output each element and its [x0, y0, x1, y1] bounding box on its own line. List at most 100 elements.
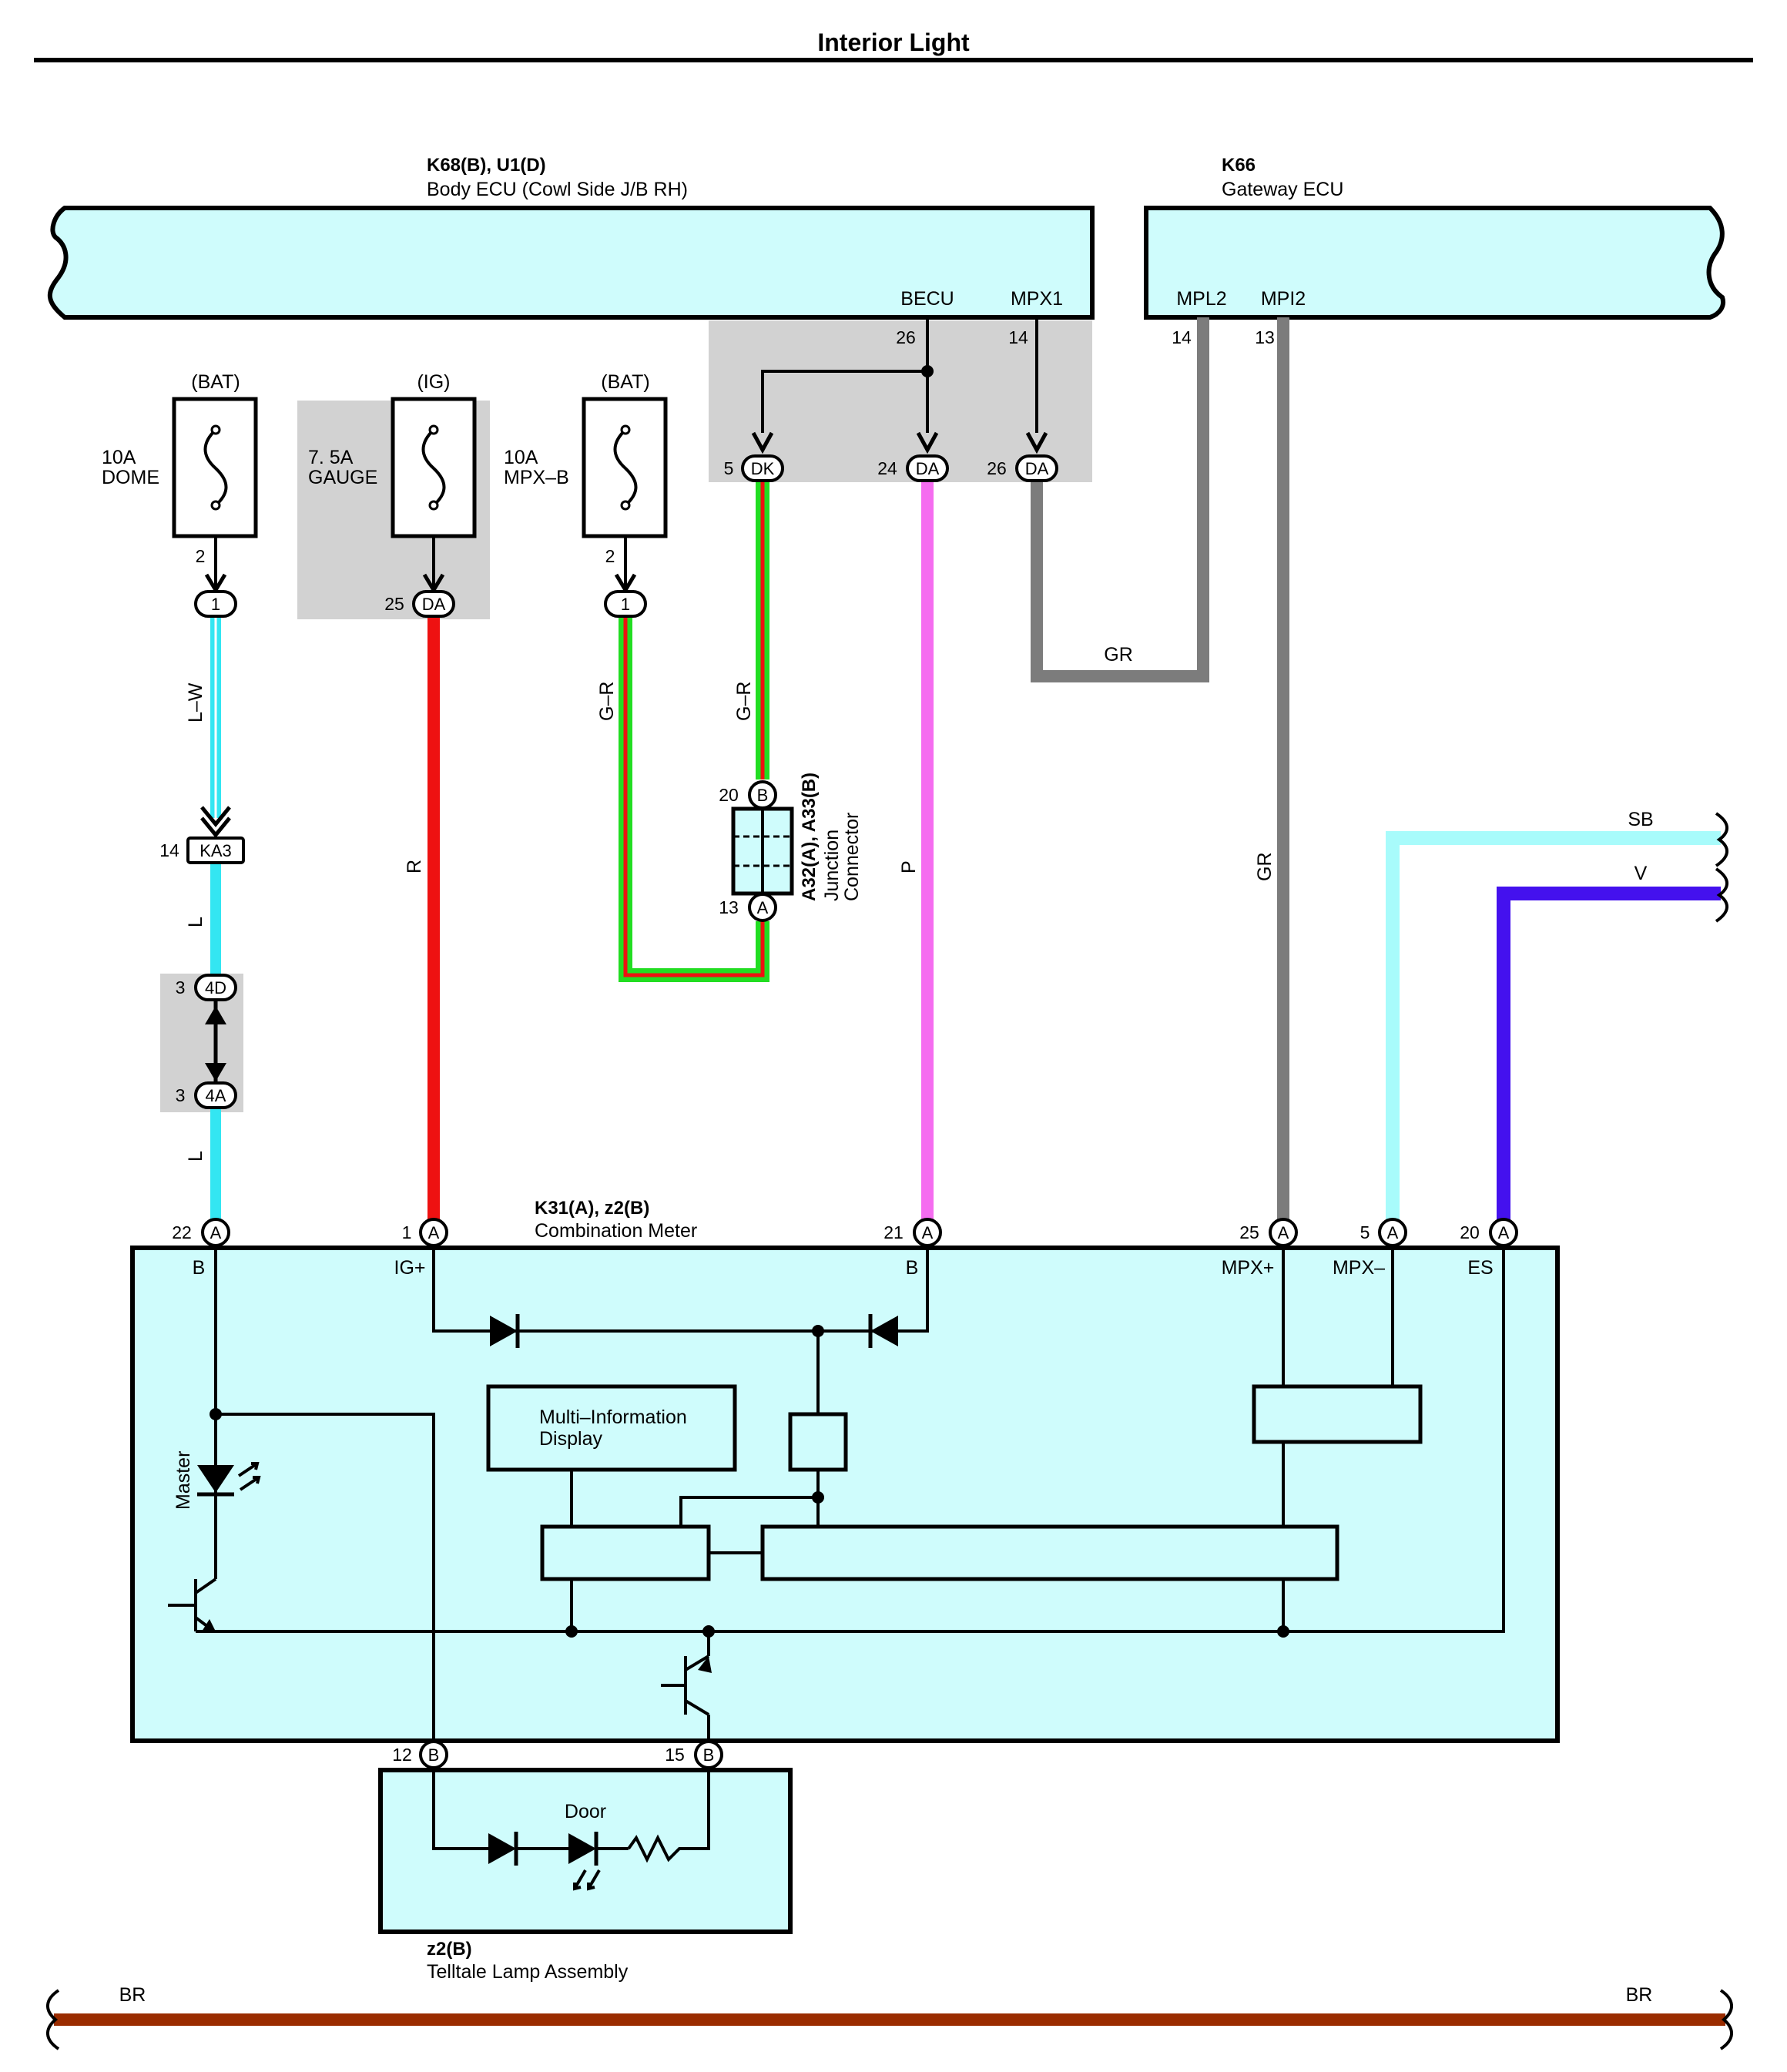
conn-gauge-pin: 25 — [384, 594, 404, 614]
conn-ka3-pin: 14 — [159, 840, 179, 860]
fuse-gauge-name: GAUGE — [308, 467, 377, 488]
meter-name: Combination Meter — [535, 1220, 697, 1242]
lamp-door-label: Door — [565, 1801, 606, 1822]
jc-name-1: Junction — [821, 830, 843, 901]
meter-term-igplus: IG+ — [394, 1257, 426, 1279]
wire-label-br-left: BR — [119, 1984, 146, 2006]
conn-da26 — [1015, 454, 1058, 482]
jc-code: A32(A), A33(B) — [799, 773, 820, 901]
wire-label-gr-vert: GR — [1254, 853, 1276, 882]
wire-gr-loop — [1031, 317, 1209, 682]
conn-dk-label: DK — [751, 459, 775, 478]
fuse-mpxb-name: MPX–B — [504, 467, 569, 488]
conn-gauge-da — [412, 590, 455, 618]
conn-gauge-da-label: DA — [422, 595, 446, 614]
fuse-mpxb-amp: 10A — [504, 447, 538, 468]
wire-label-gr1: G–R — [596, 682, 618, 721]
lamp-code: z2(B) — [427, 1939, 472, 1960]
ka3-arrow — [200, 806, 231, 838]
meter-term-mpxminus: MPX– — [1333, 1257, 1385, 1279]
conn-4d-label: 4D — [205, 978, 226, 997]
arrow-4d — [205, 1006, 226, 1024]
meter-code: K31(A), z2(B) — [535, 1198, 649, 1219]
conn-da26-label: DA — [1025, 459, 1049, 478]
conn-mpxb-1-label: 1 — [621, 595, 630, 614]
fuse-dome-term-top — [210, 424, 221, 435]
meter-term-es: ES — [1467, 1257, 1493, 1279]
gateway-ecu-term-mpl2: MPL2 — [1176, 288, 1226, 310]
arrow-4a — [205, 1063, 226, 1081]
node-mid — [812, 1491, 824, 1504]
diode-igplus — [490, 1316, 518, 1346]
meter-conn-1-label: A — [428, 1223, 440, 1242]
wire-label-p: P — [898, 860, 920, 873]
fuse-mpxb-pin: 2 — [605, 546, 615, 566]
wire-label-lw: L–W — [185, 682, 206, 723]
fuse-gauge-term-top — [428, 424, 439, 435]
fuse-dome-symbol — [203, 428, 228, 507]
fuse-gauge-symbol — [421, 428, 446, 507]
wire-label-gr2: G–R — [733, 682, 755, 721]
mid-box — [486, 1384, 737, 1472]
conn-4d — [194, 974, 237, 1001]
lamp-circuit — [432, 1769, 710, 1863]
conn-dk — [741, 454, 784, 482]
wire-label-br-right: BR — [1626, 1984, 1653, 2006]
mpx-box — [1252, 1384, 1423, 1444]
wire-sb-end — [1715, 812, 1728, 867]
wire-label-v: V — [1634, 863, 1648, 884]
fuse-dome-box — [172, 397, 258, 538]
meter-pin-22: 22 — [172, 1222, 192, 1242]
node-bus-2 — [702, 1625, 715, 1638]
conn-da24 — [906, 454, 949, 482]
transistor-door — [661, 1655, 710, 1716]
lamp-led-rays — [573, 1869, 601, 1891]
fuse-mpxb-term-bot — [620, 500, 631, 511]
jc-name-2: Connector — [841, 813, 863, 901]
transistor-master-arrow — [202, 1619, 216, 1631]
meter-pin-1: 1 — [402, 1222, 412, 1242]
conn-ka3-label: KA3 — [199, 841, 232, 860]
jc-pin-20-num: 20 — [719, 785, 739, 805]
transistor-door-arrow — [698, 1656, 712, 1673]
mid-label-2: Display — [539, 1428, 602, 1450]
lamp-conn-12-label: B — [428, 1745, 440, 1765]
meter-conn-5-label: A — [1387, 1223, 1399, 1242]
body-ecu-term-mpx1: MPX1 — [1011, 288, 1063, 310]
body-ecu-code: K68(B), U1(D) — [427, 155, 546, 176]
cpu-right-box — [760, 1524, 1339, 1581]
meter-pin-25: 25 — [1239, 1222, 1259, 1242]
meter-conn-25-label: A — [1278, 1223, 1289, 1242]
body-ecu-pin-26: 26 — [896, 327, 916, 347]
fuse-mpxb-term-top — [620, 424, 631, 435]
gateway-ecu-pin-14: 14 — [1172, 327, 1192, 347]
lamp-diode — [488, 1833, 516, 1864]
conn-4d-pin: 3 — [176, 977, 186, 997]
lamp-led-door — [568, 1833, 596, 1864]
meter-box — [130, 1246, 1560, 1743]
meter-term-b1: B — [193, 1257, 206, 1279]
fuse-gauge-term-bot — [428, 500, 439, 511]
gateway-ecu-name: Gateway ECU — [1222, 179, 1343, 200]
conn-4a — [194, 1081, 237, 1109]
fuse-mpxb-supply: (BAT) — [601, 371, 649, 393]
gateway-ecu-code: K66 — [1222, 155, 1256, 176]
meter-conn-21-label: A — [922, 1223, 934, 1242]
conn-4a-pin: 3 — [176, 1085, 186, 1105]
lamp-name: Telltale Lamp Assembly — [427, 1961, 629, 1983]
conn-mpxb-1 — [604, 590, 647, 618]
conn-da26-pin: 26 — [987, 458, 1007, 478]
fuse-dome-amp: 10A — [102, 447, 136, 468]
meter-pin-21: 21 — [883, 1222, 904, 1242]
body-ecu-pin-14: 14 — [1008, 327, 1028, 347]
wire-v-end — [1715, 867, 1728, 923]
node-master — [210, 1408, 222, 1420]
wire-label-gr-mid: GR — [1104, 644, 1133, 666]
becu-to-dk — [761, 370, 927, 433]
conn-dome-1-label: 1 — [211, 595, 220, 614]
wire-label-l1: L — [185, 917, 206, 927]
jc-pin-13 — [748, 893, 777, 922]
arrow-da-24 — [916, 431, 939, 454]
arrow-dk — [751, 431, 774, 454]
